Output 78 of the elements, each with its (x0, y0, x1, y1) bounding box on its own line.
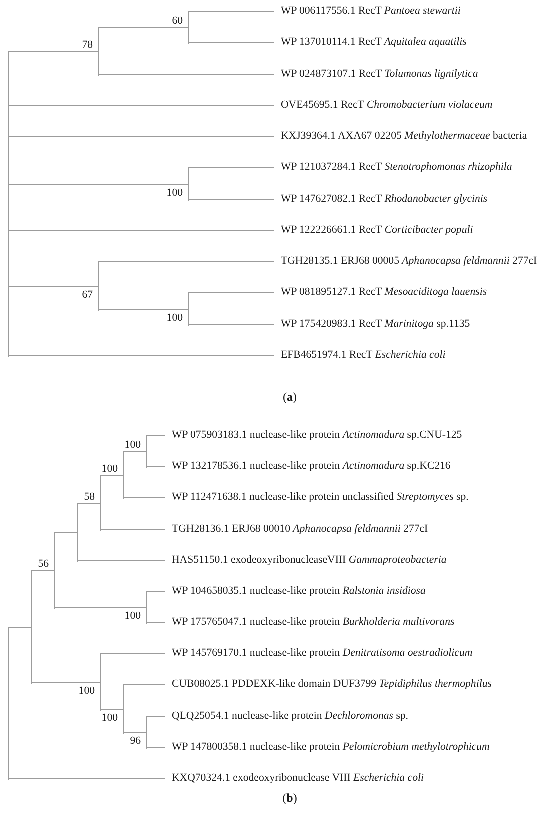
bootstrap-value: 100 (102, 712, 118, 724)
tree-branch (188, 11, 274, 12)
tree-branch (188, 292, 274, 293)
taxon-label: WP 006117556.1 RecT Pantoea stewartii (274, 4, 461, 18)
taxon-label: TGH28136.1 ERJ68 00010 Aphanocapsa feldmannii 277cI (165, 522, 428, 536)
taxon-label: WP 122226661.1 RecT Corticibacter populi (274, 224, 474, 236)
bootstrap-value: 58 (84, 490, 95, 502)
bootstrap-value: 100 (78, 684, 95, 696)
tree-branch (100, 529, 166, 530)
tree-branch (122, 451, 148, 452)
tree-branch (100, 709, 124, 710)
taxon-label: WP 147800358.1 nuclease-like protein Pelomicrobium methylotrophicum (165, 740, 490, 754)
tree-branch (8, 51, 100, 52)
bootstrap-value: 100 (124, 438, 141, 450)
tree-branch (100, 475, 124, 476)
taxon-label: HAS51150.1 exodeoxyribonucleaseVIII Gammaproteobacteria (165, 554, 447, 566)
tree-branch (98, 261, 274, 262)
bootstrap-value: 78 (82, 38, 93, 50)
tree-branch (122, 497, 166, 498)
tree-branch (188, 324, 274, 325)
tree-branch (188, 167, 274, 168)
taxon-label: WP 024873107.1 RecT Tolumonas lignilytica (274, 68, 478, 80)
taxon-label: KXQ70324.1 exodeoxyribonuclease VIII Escherichia coli (165, 772, 424, 784)
panel-label: (a) (283, 390, 297, 404)
taxon-label: WP 081895127.1 RecT Mesoaciditoga lauensis (274, 286, 488, 298)
taxon-label: CUB08025.1 PDDEXK-like domain DUF3799 Tepidiphilus thermophilus (165, 678, 492, 690)
bootstrap-value: 100 (166, 312, 183, 324)
tree-branch (8, 627, 32, 628)
tree-branch (76, 503, 102, 504)
taxon-label: WP 132178536.1 nuclease-like protein Actinomadura sp.KC216 (165, 460, 451, 472)
tree-branch (146, 435, 166, 436)
bootstrap-value: 96 (130, 734, 141, 746)
bootstrap-value: 67 (82, 288, 93, 300)
tree-branch (146, 591, 166, 592)
tree-branch (54, 532, 78, 533)
tree-branch (122, 732, 148, 733)
taxon-label: TGH28135.1 ERJ68 00005 Aphanocapsa feldmannii 277cI (274, 254, 538, 268)
tree-branch (188, 42, 274, 43)
taxon-label: WP 137010114.1 RecT Aquitalea aquatilis (274, 36, 467, 48)
taxon-label: WP 145769170.1 nuclease-like protein Denitratisoma oestradiolicum (165, 646, 473, 660)
tree-branch (98, 309, 190, 310)
tree-branch (146, 466, 166, 467)
bootstrap-value: 56 (38, 558, 49, 570)
tree-branch (54, 607, 148, 608)
bootstrap-value: 100 (102, 462, 118, 474)
taxon-label: KXJ39364.1 AXA67 02205 Methylothermaceae bacteria (274, 130, 528, 142)
tree-branch (146, 716, 166, 717)
tree-branch (8, 230, 274, 231)
tree-branch (8, 778, 166, 779)
tree-branch (8, 136, 274, 137)
tree-branch (76, 560, 166, 561)
tree-branch (100, 653, 166, 654)
tree-branch (8, 286, 100, 287)
panel-label: (b) (282, 791, 298, 805)
tree-branch (122, 684, 166, 685)
tree-branch (98, 27, 190, 28)
taxon-label: QLQ25054.1 nuclease-like protein Dechloromonas sp. (165, 710, 408, 722)
taxon-label: WP 121037284.1 RecT Stenotrophomonas rhizophila (274, 160, 512, 174)
taxon-label: OVE45695.1 RecT Chromobacterium violaceum (274, 98, 493, 112)
tree-branch (30, 682, 102, 683)
bootstrap-value: 100 (166, 186, 183, 198)
bootstrap-value: 60 (172, 14, 183, 26)
tree-branch (146, 622, 166, 623)
tree-branch (146, 747, 166, 748)
tree-branch (30, 570, 56, 571)
taxon-label: EFB4651974.1 RecT Escherichia coli (274, 348, 446, 362)
taxon-label: WP 147627082.1 RecT Rhodanobacter glycinis (274, 192, 488, 206)
tree-branch (8, 105, 274, 106)
taxon-label: WP 104658035.1 nuclease-like protein Ralstonia insidiosa (165, 584, 426, 598)
tree-branch (8, 184, 190, 185)
bootstrap-value: 100 (124, 610, 141, 622)
taxon-label: WP 175765047.1 nuclease-like protein Burkholderia multivorans (165, 616, 455, 628)
taxon-label: WP 175420983.1 RecT Marinitoga sp.1135 (274, 318, 470, 330)
tree-branch (8, 355, 274, 356)
tree-branch (98, 74, 274, 75)
tree-branch (188, 199, 274, 200)
taxon-label: WP 075903183.1 nuclease-like protein Actinomadura sp.CNU-125 (165, 428, 462, 442)
taxon-label: WP 112471638.1 nuclease-like protein unclassified Streptomyces sp. (165, 490, 469, 504)
